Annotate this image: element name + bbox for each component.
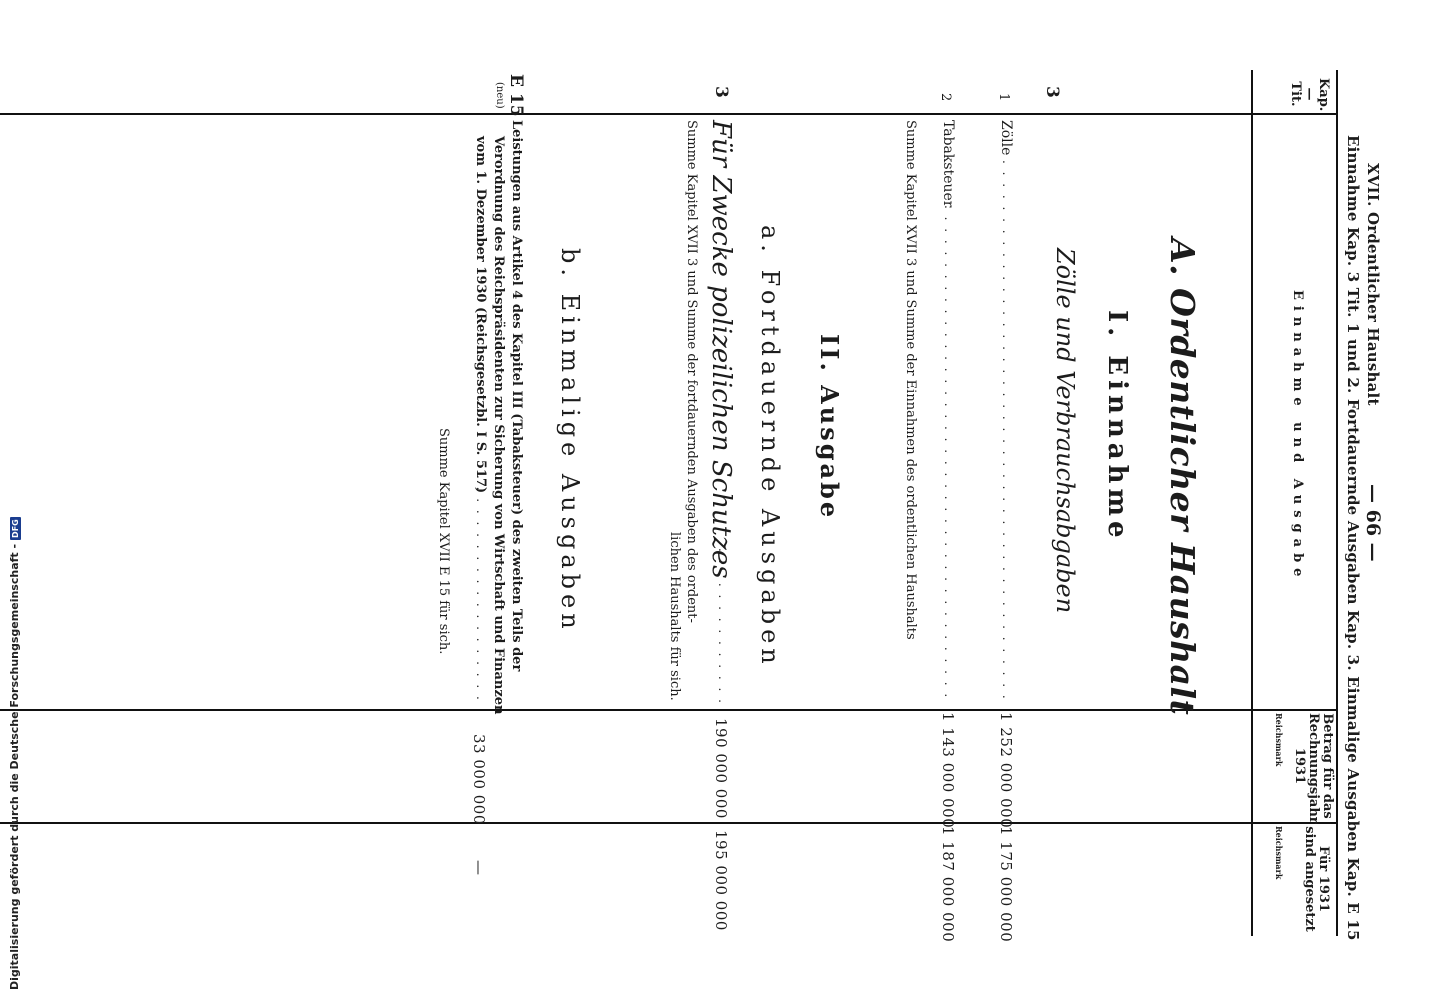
e15-text-line2: Verordnung des Reichspräsidenten zur Sic…	[491, 136, 506, 715]
e15-text-line1: Leistungen aus Artikel 4 des Kapitel III…	[509, 120, 524, 672]
kap-e15-note: (neu)	[494, 82, 505, 109]
einnahme-sum-label: Summe Kapitel XVII 3 und Summe der Einna…	[903, 120, 918, 640]
e15-leader: . . . . . . . . . . . . . . . . . . . . …	[474, 475, 488, 705]
tit-2-prev: 1 187 000 000	[939, 826, 957, 943]
digitization-footer: Digitalisierung gefördert durch die Deut…	[8, 517, 22, 995]
tit-1-leader: . . . . . . . . . . . . . . . . . . . . …	[1000, 160, 1014, 705]
section-ii-sub-a: a. Fortdauernde Ausgaben	[756, 225, 784, 669]
section-ii-title: II. Ausgabe	[815, 334, 844, 521]
ausgabe-sum-line2: lichen Haushalts für sich.	[667, 532, 682, 701]
purpose-prev: 195 000 000	[712, 830, 730, 931]
kap-3-ausgabe: 3	[711, 86, 731, 98]
kap-3-einnahme: 3	[1042, 86, 1062, 98]
header-line1: XVII. Ordentlicher Haushalt	[1364, 163, 1382, 406]
section-i-title: I. Einnahme	[1102, 310, 1132, 543]
section-i-topic: Zölle und Verbrauchsabgaben	[1051, 248, 1079, 614]
table-header-rule	[1251, 70, 1253, 936]
col-header-description: Einnahme und Ausgabe	[1290, 290, 1305, 583]
tit-2-number: 2	[938, 93, 953, 102]
col-header-amount-line1: Betrag für das	[1320, 713, 1335, 819]
section-b-title: b. Einmalige Ausgaben	[556, 248, 584, 634]
header-line2: Einnahme Kap. 3 Tit. 1 und 2. Fortdauern…	[1344, 135, 1362, 941]
col-header-tit: Tit.	[1288, 81, 1303, 107]
col-header-amount-line3: 1931	[1292, 747, 1307, 785]
e15-sum-label: Summe Kapitel XVII E 15 für sich.	[436, 428, 451, 655]
ausgabe-sum-line1: Summe Kapitel XVII 3 und Summe der fortd…	[684, 120, 699, 623]
section-a-title: A. Ordentlicher Haushalt	[1163, 238, 1202, 716]
col-header-prev-line1: Für 1931	[1316, 845, 1331, 912]
purpose-label: Für Zwecke polizeilichen Schutzes	[706, 120, 736, 579]
dfg-logo: DFG	[10, 517, 21, 540]
page-number: — 66 —	[1362, 484, 1384, 562]
col-header-prev-unit: Reichsmark	[1274, 826, 1284, 880]
purpose-leader: . . . . . . . . . . . . . . . . . . . . …	[716, 548, 730, 705]
tit-2-leader: . . . . . . . . . . . . . . . . . . . . …	[942, 205, 956, 705]
col-header-kap: Kap.	[1316, 78, 1331, 112]
col-header-amount-unit: Reichsmark	[1274, 713, 1284, 767]
kap-e15: E 15	[506, 74, 526, 117]
tit-2-amount: 1 143 000 000	[939, 712, 957, 829]
col-header-prev: Für 1931 sind angesetzt Reichsmark	[1272, 826, 1331, 932]
e15-text-line3: vom 1. Dezember 1930 (Reichsgesetzbl. I …	[473, 136, 488, 494]
col-header-amount: Betrag für das Rechnungsjahr 1931 Reichs…	[1272, 713, 1335, 824]
col1-divider	[0, 113, 1338, 115]
e15-amount: 33 000 000	[470, 734, 488, 825]
tit-1-number: 1	[996, 93, 1011, 102]
tit-1-prev: 1 175 000 000	[997, 826, 1015, 943]
col4-left-divider	[0, 822, 1338, 824]
tit-1-amount: 1 252 000 000	[997, 712, 1015, 829]
col3-left-divider	[0, 709, 1338, 711]
tit-1-label: Zölle	[998, 120, 1014, 156]
col-header-amount-line2: Rechnungsjahr	[1306, 713, 1321, 824]
e15-prev: —	[470, 860, 488, 876]
col-header-kap-tit: Kap. — Tit.	[1288, 78, 1331, 112]
footer-text: Digitalisierung gefördert durch die Deut…	[8, 543, 21, 990]
purpose-amount: 190 000 000	[712, 718, 730, 819]
col-header-prev-line2: sind angesetzt	[1302, 826, 1317, 932]
tit-2-label: Tabaksteuer	[940, 120, 956, 208]
col-header-dash: —	[1302, 87, 1317, 101]
table-top-rule	[1336, 70, 1338, 936]
